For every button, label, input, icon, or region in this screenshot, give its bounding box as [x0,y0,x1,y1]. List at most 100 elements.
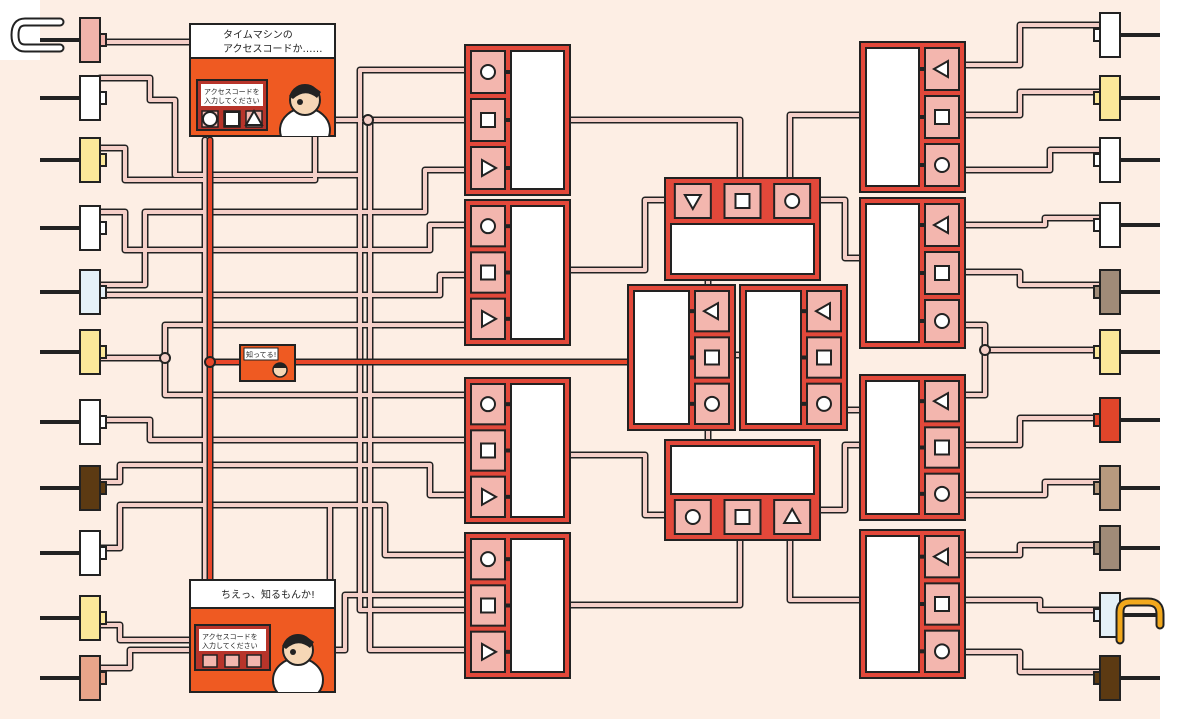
switch-button-square[interactable] [723,183,762,219]
pipe [568,118,742,192]
plug-left[interactable] [40,17,107,63]
switch-button-square[interactable] [801,336,842,379]
switch-button-triangle-up[interactable] [773,499,812,535]
switch-button-circle[interactable] [919,472,960,515]
switch-button-square[interactable] [919,95,960,139]
switch-button-square[interactable] [723,499,762,535]
plug-left[interactable] [40,465,107,511]
switch-button-circle[interactable] [470,205,511,248]
switch-button-circle[interactable] [470,50,511,94]
square-icon [816,349,832,366]
plug-left[interactable] [40,329,107,375]
switch-button-triangle-left[interactable] [801,290,842,333]
plug-left[interactable] [40,530,107,576]
plug-right[interactable] [1093,12,1160,58]
plug-right[interactable] [1093,75,1160,121]
circle-icon [934,313,950,329]
switch-button-circle[interactable] [673,499,712,535]
switch-button-square[interactable] [470,251,511,294]
switch-button-triangle-right[interactable] [470,297,511,340]
keypad-triangle-up-button[interactable] [246,654,262,668]
display-window [510,205,565,340]
circle-icon [934,485,950,502]
square-icon [734,509,751,525]
triangle-left-icon [931,215,949,235]
switch-button-circle[interactable] [689,382,730,425]
switch-button-square[interactable] [919,582,960,626]
square-icon [934,596,950,612]
plug-left[interactable] [40,595,107,641]
switch-button-circle[interactable] [470,383,511,426]
plug-right[interactable] [1093,592,1160,638]
plug-right[interactable] [1093,202,1160,248]
switch-button-triangle-down[interactable] [673,183,712,219]
switch-button-square[interactable] [919,251,960,295]
keypad-square-button[interactable] [224,654,240,668]
switch-button-square[interactable] [470,584,511,627]
keypad-circle-button[interactable] [202,654,218,668]
circle-icon [480,396,496,413]
switch-button-triangle-left[interactable] [919,47,960,91]
switch-button-circle[interactable] [801,382,842,425]
plug-right[interactable] [1093,525,1160,571]
switch-button-square[interactable] [470,429,511,472]
switch-button-triangle-right[interactable] [470,475,511,518]
switch-button-circle[interactable] [773,183,812,219]
module-center-bottom [664,439,821,541]
start-handle[interactable] [10,17,65,53]
switch-button-circle[interactable] [919,299,960,343]
switch-button-circle[interactable] [919,143,960,187]
plug-right[interactable] [1093,329,1160,375]
sign-line1: アクセスコードを [202,633,258,641]
goal-handle[interactable] [1115,597,1165,645]
module-left-top [464,44,571,196]
circle-icon [202,111,218,127]
pipe [963,323,1117,352]
plug-right[interactable] [1093,397,1160,443]
switch-button-triangle-left[interactable] [689,290,730,333]
pipe [568,198,672,272]
plug-left[interactable] [40,75,107,121]
plug-connectors [10,12,1165,701]
triangle-up-icon [782,506,802,524]
boy-character [272,634,324,692]
plug-right[interactable] [1093,655,1160,701]
sign-line2: 入力してください [202,641,258,650]
pipe [963,416,1117,447]
plug-left[interactable] [40,655,107,701]
plug-right[interactable] [1093,465,1160,511]
pipe [98,273,472,297]
circle-icon [934,643,950,660]
module-right-1 [859,41,966,193]
switch-button-square[interactable] [470,98,511,142]
switch-button-circle[interactable] [919,629,960,674]
module-center-top [664,177,821,281]
switch-button-triangle-left[interactable] [919,535,960,579]
switch-button-triangle-right[interactable] [470,630,511,674]
switch-button-circle[interactable] [470,538,511,581]
plug-left[interactable] [40,205,107,251]
plug-left[interactable] [40,137,107,183]
plug-left[interactable] [40,269,107,315]
bubble-line1: タイムマシンの [223,29,293,41]
keypad-triangle-up-button[interactable] [244,108,264,128]
switch-button-triangle-left[interactable] [919,203,960,247]
pipe [963,543,1117,557]
hair-shape [289,84,321,99]
pipe [963,23,1117,67]
plug-right[interactable] [1093,137,1160,183]
module-right-2 [859,197,966,349]
keypad-square-button[interactable] [223,110,241,128]
plug-left[interactable] [40,399,107,445]
switch-button-triangle-left[interactable] [919,380,960,423]
triangle-right-icon [481,642,499,662]
keypad-circle-button[interactable] [201,110,219,128]
switch-button-triangle-right[interactable] [470,146,511,190]
plug-right[interactable] [1093,269,1160,315]
triangle-right-icon [481,158,499,178]
switch-button-square[interactable] [919,426,960,469]
square-icon [934,109,950,125]
switch-button-square[interactable] [689,336,730,379]
